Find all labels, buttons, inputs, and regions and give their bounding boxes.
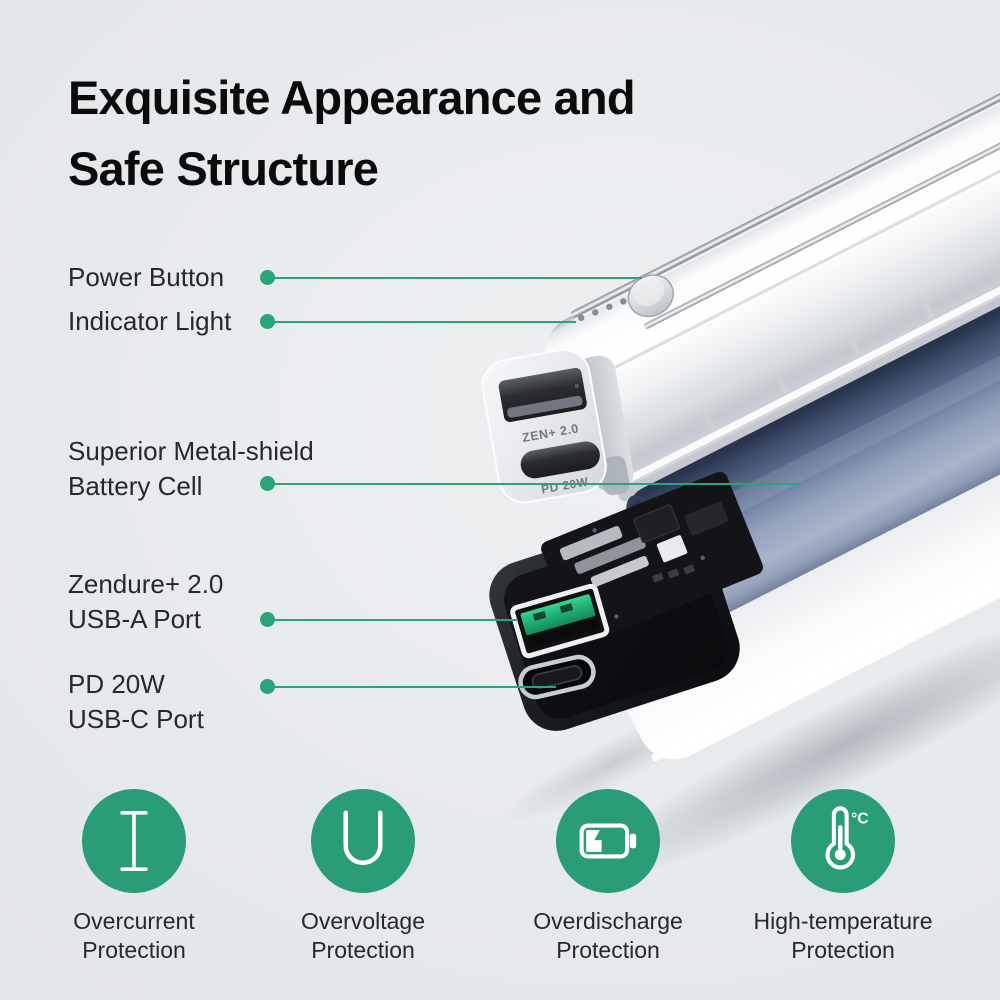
callout-dot: [260, 476, 275, 491]
overvoltage-icon: [343, 810, 383, 866]
feature-label: Overdischarge Protection: [533, 908, 683, 963]
callout-dot: [260, 314, 275, 329]
floor-shadow: [577, 602, 1000, 886]
callout-dot: [260, 270, 275, 285]
leader-line: [274, 321, 576, 323]
callout-usb-a-line-1: Zendure+ 2.0: [68, 569, 224, 599]
leader-line: [274, 686, 556, 688]
feature-high-temperature: °C High-temperature Protection: [723, 789, 963, 964]
leader-line: [274, 619, 518, 621]
usb-a-port: [510, 583, 610, 659]
front-cap: ZEN+ 2.0 PD 20W: [481, 348, 634, 504]
title-line-1: Exquisite Appearance and: [68, 71, 636, 124]
callout-indicator-light: Indicator Light: [68, 304, 231, 339]
feature-label: High-temperature Protection: [753, 908, 933, 963]
overcurrent-icon: [120, 811, 148, 871]
feature-circle: °C: [791, 789, 895, 893]
callout-dot: [260, 612, 275, 627]
callout-battery-cell: Superior Metal-shield Battery Cell: [68, 434, 314, 504]
callout-power-button: Power Button: [68, 260, 224, 295]
top-shell: [545, 0, 1000, 502]
feature-label: Overvoltage Protection: [300, 908, 425, 963]
callout-indicator-light-label: Indicator Light: [68, 306, 232, 336]
feature-circle: [556, 789, 660, 893]
title-line-2: Safe Structure: [68, 142, 379, 195]
page-title: Exquisite Appearance and Safe Structure: [68, 62, 888, 204]
callout-usb-c-port: PD 20W USB-C Port: [68, 667, 204, 737]
callout-usb-a-line-2: USB-A Port: [68, 604, 201, 634]
feature-overdischarge: Overdischarge Protection: [488, 789, 728, 964]
feature-circle: [82, 789, 186, 893]
callout-usb-c-line-2: USB-C Port: [68, 704, 204, 734]
feature-circle: [311, 789, 415, 893]
callout-battery-line-1: Superior Metal-shield: [68, 436, 314, 466]
callout-battery-line-2: Battery Cell: [68, 471, 203, 501]
usb-c-cutout: [520, 441, 600, 479]
high-temperature-icon: °C: [825, 806, 869, 870]
feature-overvoltage: Overvoltage Protection: [243, 789, 483, 964]
callout-usb-c-line-1: PD 20W: [68, 669, 165, 699]
feature-label: Overcurrent Protection: [73, 908, 195, 963]
overdischarge-icon: [579, 823, 637, 859]
callout-dot: [260, 679, 275, 694]
callout-power-button-label: Power Button: [68, 262, 225, 292]
leader-line: [274, 483, 800, 485]
callout-usb-a-port: Zendure+ 2.0 USB-A Port: [68, 567, 223, 637]
feature-overcurrent: Overcurrent Protection: [14, 789, 254, 964]
leader-line: [274, 277, 642, 279]
svg-text:°C: °C: [851, 811, 868, 828]
indicator-lights: [578, 298, 627, 321]
